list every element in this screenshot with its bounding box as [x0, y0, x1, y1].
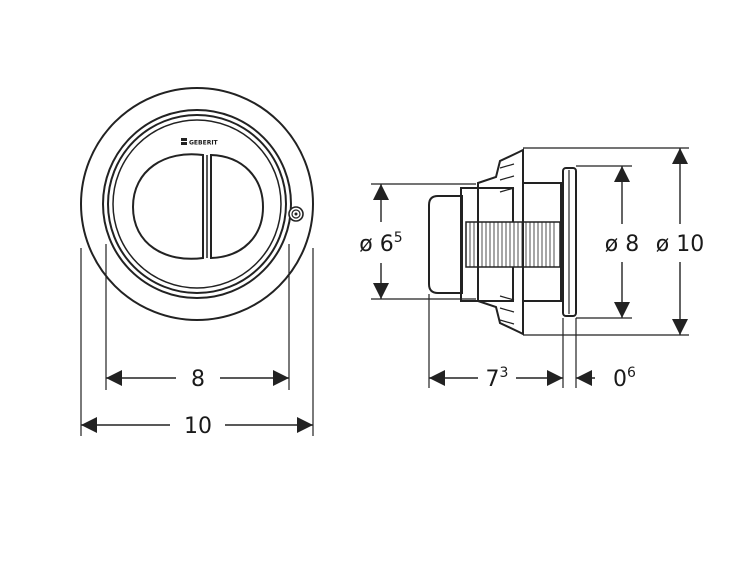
- dimension-plate-thickness: 06: [576, 365, 636, 392]
- side-view: ø 65 ø 8 ø 10 73 06: [359, 147, 704, 392]
- small-flush-button[interactable]: [210, 153, 265, 260]
- dim-label-dia-10: ø 10: [656, 232, 704, 257]
- button-ring-outer: [107, 114, 287, 294]
- large-flush-button[interactable]: [131, 153, 204, 260]
- dimension-button-diameter: ø 65: [359, 184, 403, 299]
- collar: [522, 182, 562, 302]
- button-knob-profile: [428, 195, 463, 294]
- dimension-inner-width: 8: [106, 367, 289, 392]
- thread: [465, 221, 561, 268]
- screw-icon: [288, 206, 304, 222]
- outer-cover-ring: [80, 87, 314, 321]
- dim-label-7-3: 73: [486, 365, 509, 392]
- brand-text: GEBERIT: [189, 140, 219, 147]
- dimension-depth: 73: [429, 365, 563, 392]
- dim-label-0-6: 06: [613, 365, 636, 392]
- cover-plate: [562, 167, 577, 317]
- cover-ring-inner-edge: [102, 109, 292, 299]
- dimension-plate-outer-diameter: ø 10: [656, 148, 704, 335]
- button-ring-inner: [112, 119, 282, 289]
- serrated-ring: [477, 148, 524, 336]
- dim-label-8: 8: [191, 367, 205, 392]
- geberit-logo: GEBERIT: [181, 138, 219, 147]
- dim-label-dia-8: ø 8: [605, 232, 639, 257]
- dimension-outer-width: 10: [81, 414, 313, 439]
- dim-label-dia-6-5: ø 65: [359, 230, 402, 257]
- dim-label-10: 10: [184, 414, 212, 439]
- dimension-plate-inner-diameter: ø 8: [605, 166, 639, 318]
- front-view: GEBERIT 8 10: [80, 87, 314, 439]
